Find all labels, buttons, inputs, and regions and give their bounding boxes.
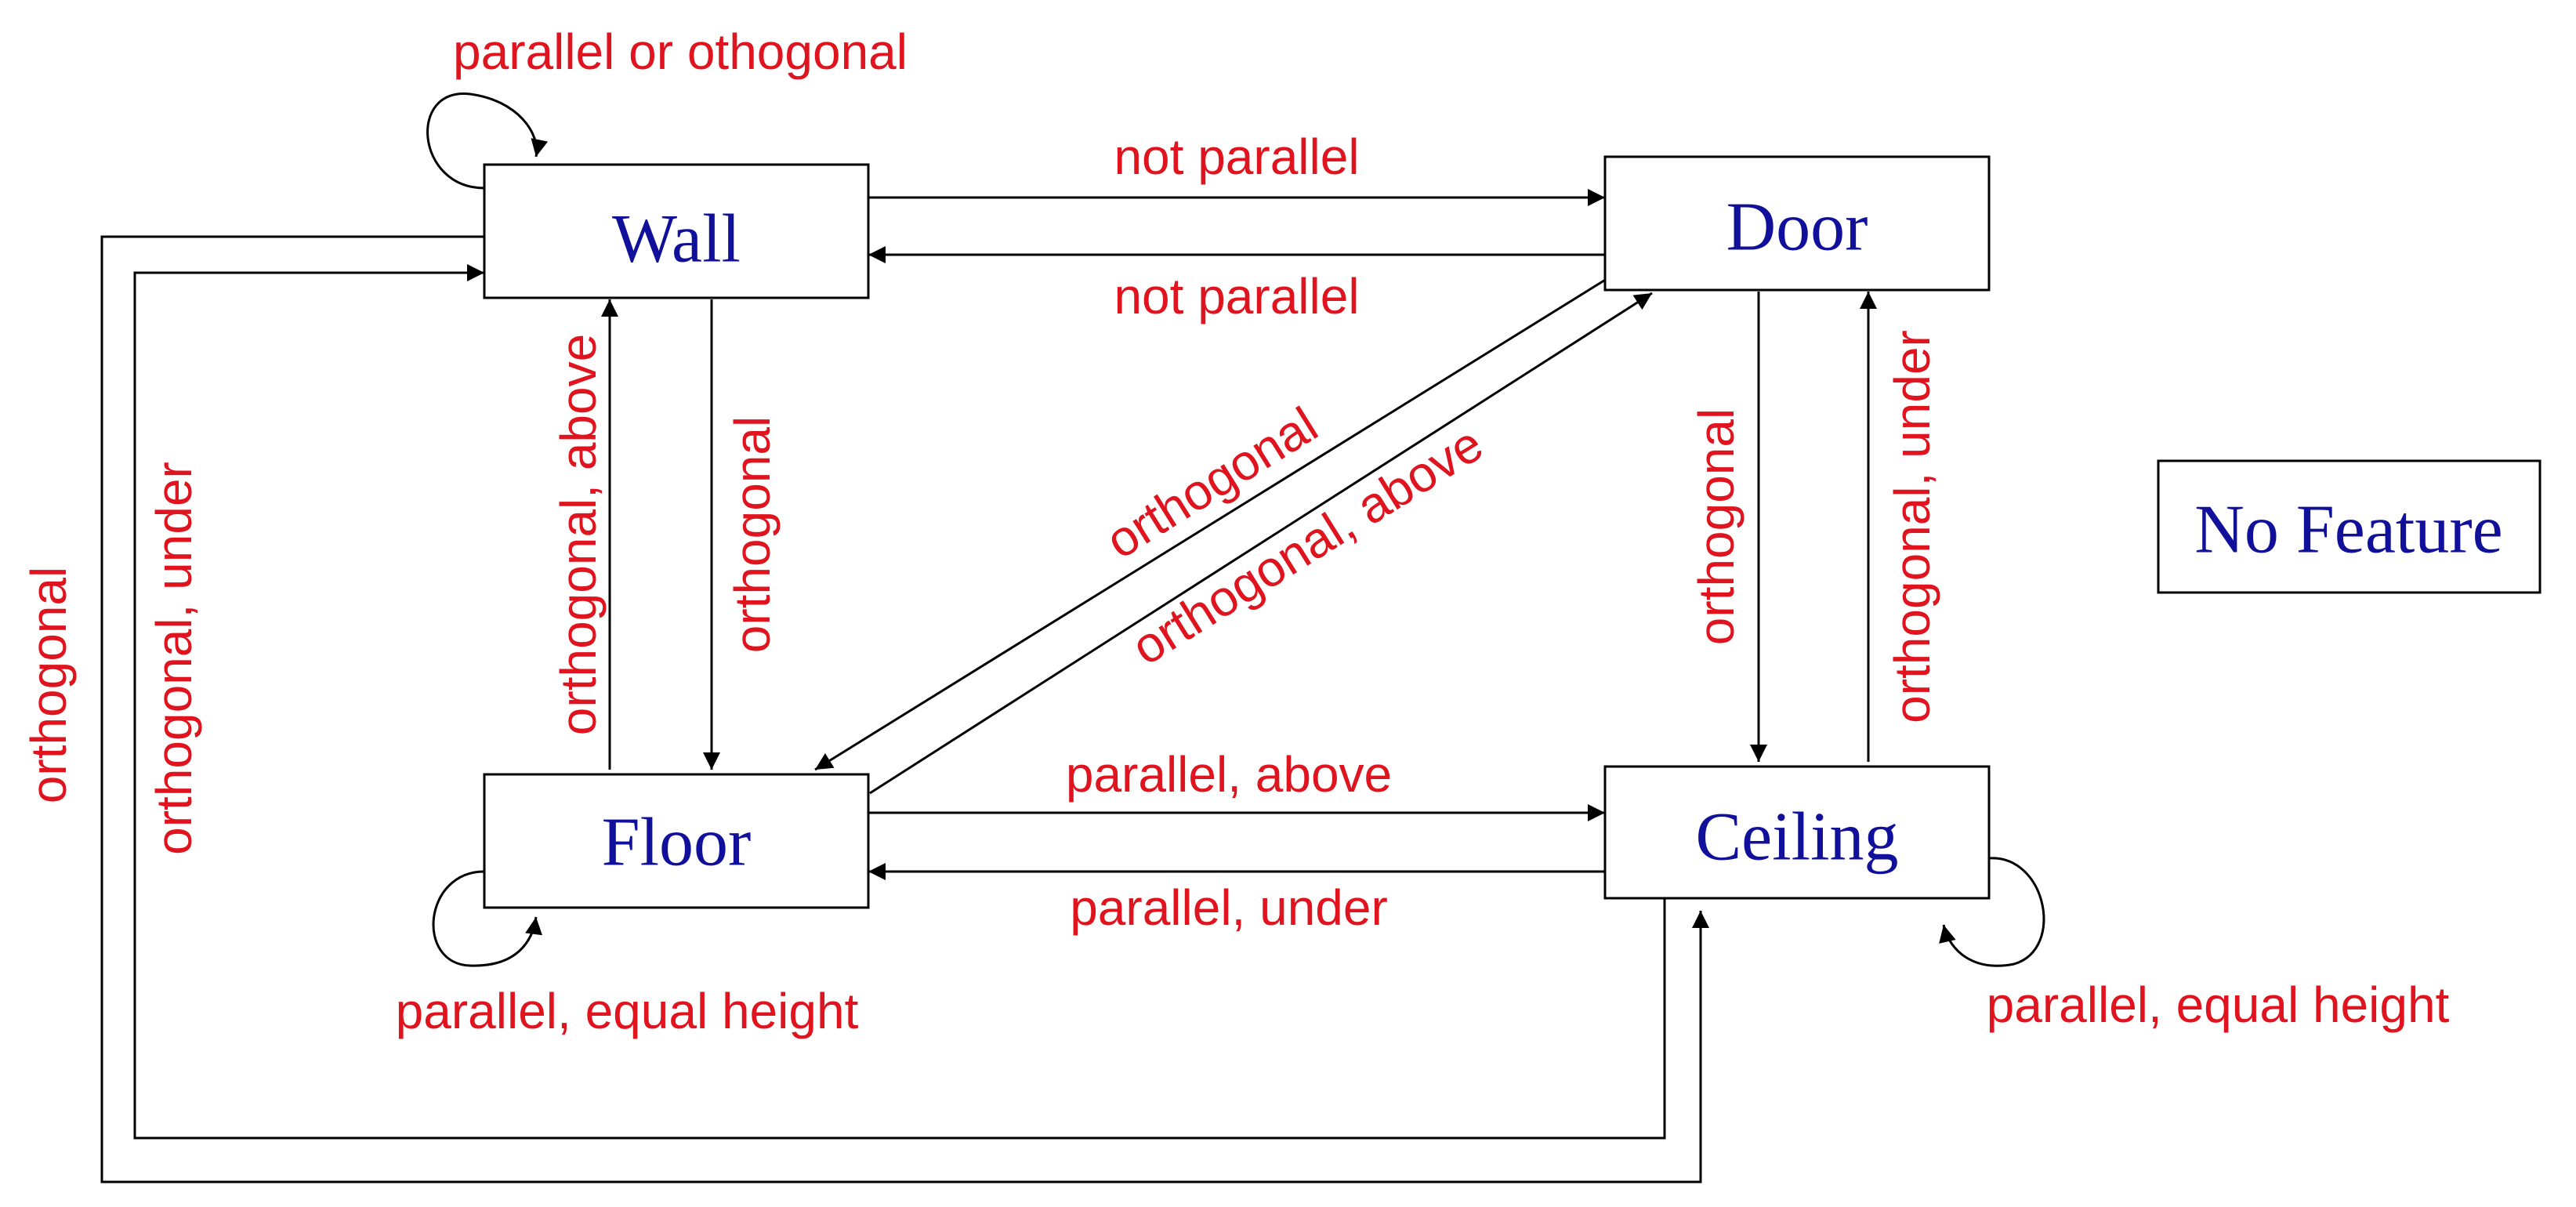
node-floor: Floor [483, 773, 870, 909]
edge-wall-to-ceiling [100, 235, 1709, 1183]
node-no-feature: No Feature [2157, 459, 2542, 594]
label-ceiling-to-floor: parallel, under [1070, 879, 1388, 936]
node-floor-label: Floor [602, 805, 752, 881]
edge-floor-self [432, 870, 542, 967]
label-door-to-wall: not parallel [1114, 268, 1359, 324]
edge-ceiling-to-wall [133, 264, 1666, 1140]
label-wall-self: parallel or othogonal [453, 24, 908, 80]
label-floor-to-wall: orthogonal, above [550, 334, 607, 735]
label-wall-to-floor: orthogonal [724, 416, 781, 653]
node-door-label: Door [1726, 190, 1868, 266]
edge-wall-self [426, 92, 549, 190]
label-ceiling-self: parallel, equal height [1987, 977, 2450, 1033]
edge-floor-to-door [869, 292, 1653, 795]
label-wall-to-door: not parallel [1114, 129, 1359, 185]
edge-ceiling-self [1939, 857, 2045, 967]
node-ceiling: Ceiling [1603, 765, 1991, 900]
node-wall-label: Wall [612, 201, 741, 277]
label-ceiling-to-wall: orthogonal, under [146, 462, 202, 855]
node-no-feature-label: No Feature [2194, 492, 2502, 568]
label-floor-self: parallel, equal height [396, 983, 859, 1039]
node-wall: Wall [483, 163, 870, 299]
node-door: Door [1603, 155, 1991, 292]
label-door-to-ceiling: orthogonal [1688, 408, 1745, 645]
label-wall-to-ceiling: orthogonal [20, 567, 77, 803]
node-ceiling-label: Ceiling [1695, 799, 1898, 875]
edge-door-to-floor [814, 277, 1607, 771]
label-floor-to-ceiling: parallel, above [1066, 746, 1392, 803]
label-ceiling-to-door: orthogonal, under [1884, 330, 1940, 723]
